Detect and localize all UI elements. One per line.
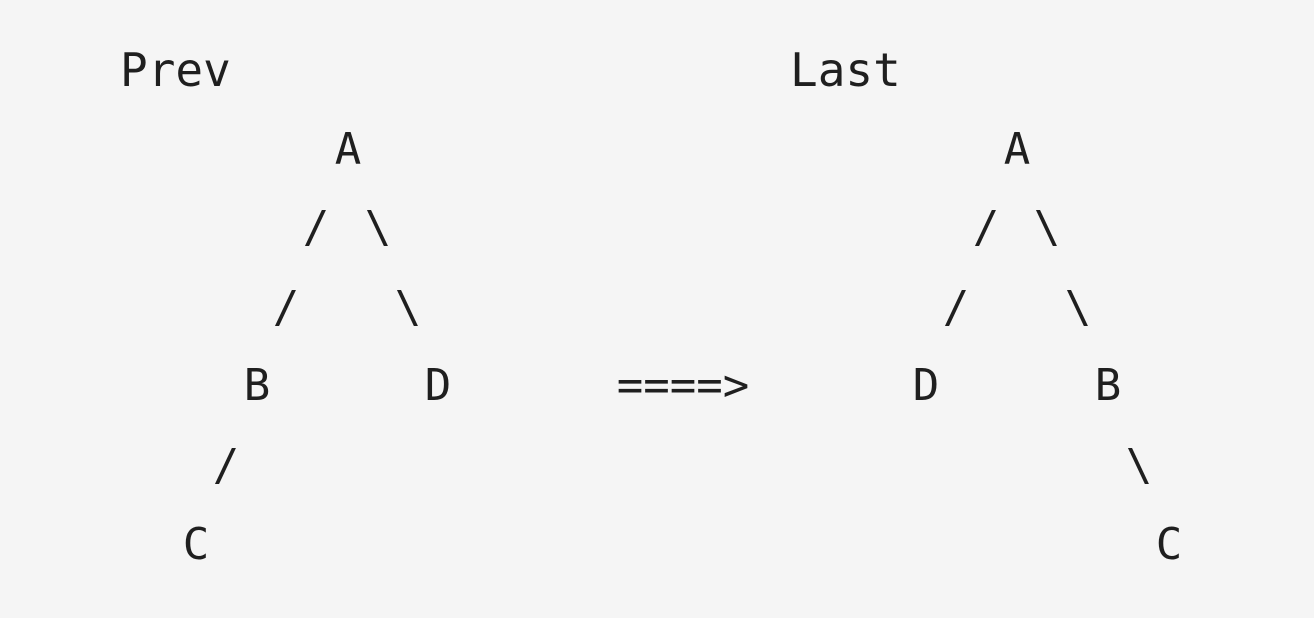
last-tree-title: Last xyxy=(790,43,901,97)
last-node-c: C xyxy=(1155,519,1183,570)
last-edge-a-b-upper: \ xyxy=(1033,202,1061,253)
prev-node-d: D xyxy=(424,360,452,411)
prev-edge-a-d-lower: \ xyxy=(394,282,422,333)
prev-edge-a-b-lower: / xyxy=(272,282,300,333)
prev-node-a: A xyxy=(334,124,362,175)
prev-edge-a-b-upper: / xyxy=(302,202,330,253)
transform-arrow: ====> xyxy=(616,360,750,411)
last-node-b: B xyxy=(1094,360,1122,411)
last-edge-b-c: \ xyxy=(1125,440,1153,491)
prev-edge-b-c: / xyxy=(212,440,240,491)
last-edge-a-b-lower: \ xyxy=(1064,282,1092,333)
last-node-a: A xyxy=(1003,124,1031,175)
last-edge-a-d-lower: / xyxy=(942,282,970,333)
last-node-d: D xyxy=(912,360,940,411)
prev-node-c: C xyxy=(182,519,210,570)
prev-tree-title: Prev xyxy=(120,43,231,97)
last-edge-a-d-upper: / xyxy=(972,202,1000,253)
prev-node-b: B xyxy=(243,360,271,411)
prev-edge-a-d-upper: \ xyxy=(364,202,392,253)
